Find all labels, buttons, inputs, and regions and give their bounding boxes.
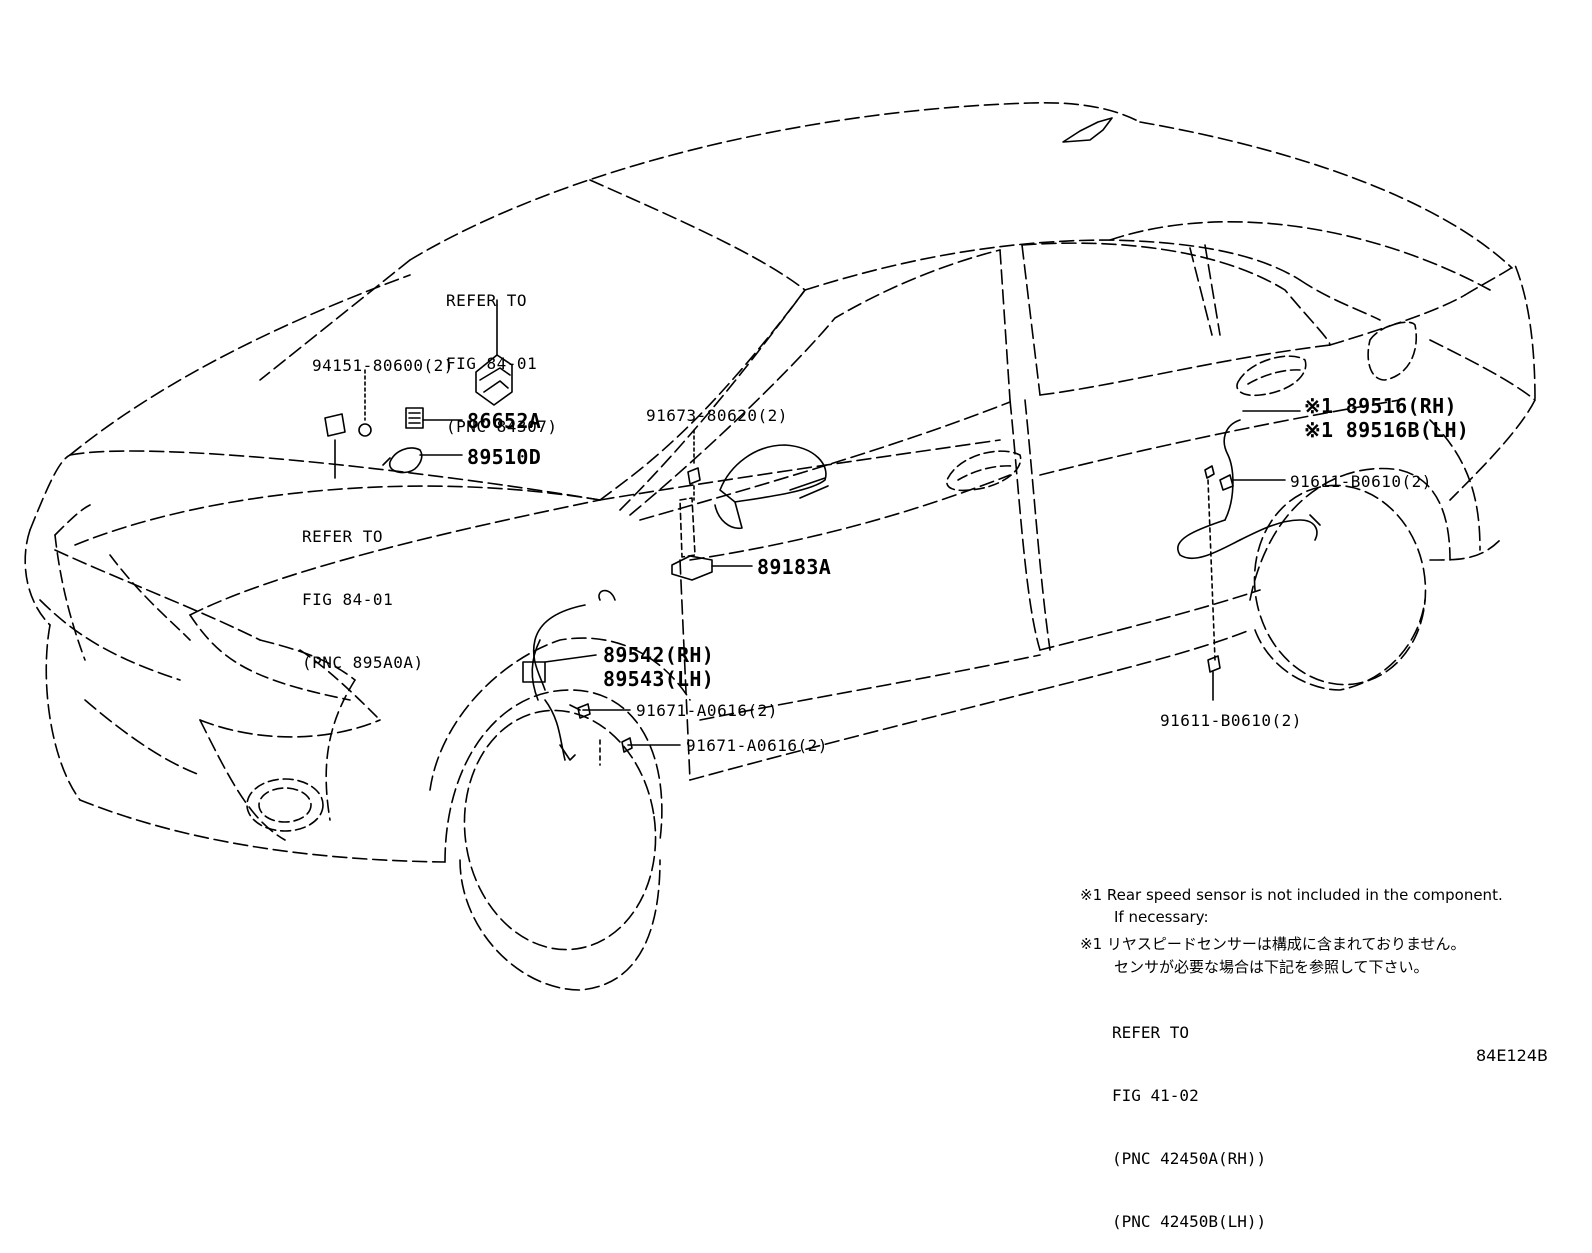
front-fascia <box>54 504 381 821</box>
part-89183A-bracket <box>671 497 753 581</box>
refer-line: FIG 41-02 <box>1112 1086 1199 1105</box>
roof-outline <box>69 101 1513 456</box>
note-refer: REFER TO FIG 41-02 (PNC 42450A(RH)) (PNC… <box>1112 980 1266 1253</box>
refer-line: (PNC 42450B(LH)) <box>1112 1212 1267 1231</box>
callout-refer-top: REFER TO FIG 84-01 (PNC 84307) <box>446 248 557 458</box>
part-89516-rear-sensor <box>1177 410 1321 701</box>
fog-lamp <box>246 778 324 832</box>
callout-91611-b: 91611-B0610(2) <box>1160 711 1302 730</box>
callout-89183A: 89183A <box>757 555 832 579</box>
hood-outline <box>24 289 1001 863</box>
callout-89516: ※1 89516(RH) <box>1304 394 1457 418</box>
part-84307-switch <box>475 304 513 406</box>
note-en-line2: If necessary: <box>1114 908 1209 926</box>
callout-94151: 94151-80600(2) <box>312 356 454 375</box>
part-895A0A-block <box>324 413 346 479</box>
callout-89542: 89542(RH) <box>603 643 715 667</box>
note-en-line1: ※1 Rear speed sensor is not included in … <box>1080 886 1503 904</box>
body-side <box>619 242 1536 781</box>
note-jp-line1: ※1 リヤスピードセンサーは構成に含まれておりません。 <box>1080 935 1466 953</box>
part-89542-front-sensor <box>522 589 681 766</box>
fuel-door <box>1367 321 1417 381</box>
parts-diagram: REFER TO FIG 84-01 (PNC 84307) 94151-806… <box>24 101 1548 1231</box>
part-91673-bolt <box>687 429 701 501</box>
part-86652A <box>405 407 463 429</box>
refer-line: REFER TO <box>1112 1023 1190 1042</box>
callout-89543: 89543(LH) <box>603 667 715 691</box>
part-94151-nut <box>358 369 372 437</box>
callout-91671-b: 91671-A0616(2) <box>686 736 828 755</box>
figure-id: 84E124B <box>1476 1046 1548 1065</box>
vehicle-line-drawing <box>24 101 1536 991</box>
refer-line: (PNC 42450A(RH)) <box>1112 1149 1267 1168</box>
callout-91671-a: 91671-A0616(2) <box>636 701 778 720</box>
callout-89510D: 89510D <box>467 445 542 469</box>
refer-line: REFER TO <box>446 291 528 310</box>
note-jp-line2: センサが必要な場合は下記を参照して下さい。 <box>1114 958 1429 976</box>
side-mirror <box>714 444 829 530</box>
door-handles <box>946 355 1307 492</box>
callout-91611-a: 91611-B0610(2) <box>1290 472 1432 491</box>
callout-91673: 91673-80620(2) <box>646 406 788 425</box>
rear-wheel <box>1249 467 1451 691</box>
refer-line: FIG 84-01 <box>446 354 538 373</box>
antenna <box>1062 117 1113 143</box>
callout-refer-left: REFER TO FIG 84-01 (PNC 895A0A) <box>302 484 424 694</box>
part-89510D <box>382 447 463 474</box>
refer-line: (PNC 895A0A) <box>302 653 424 672</box>
refer-line: FIG 84-01 <box>302 590 394 609</box>
refer-line: (PNC 84307) <box>446 417 558 436</box>
callout-89516B: ※1 89516B(LH) <box>1304 418 1470 442</box>
refer-line: REFER TO <box>302 527 384 546</box>
callout-86652A: 86652A <box>467 409 542 433</box>
front-wheel <box>429 637 691 991</box>
